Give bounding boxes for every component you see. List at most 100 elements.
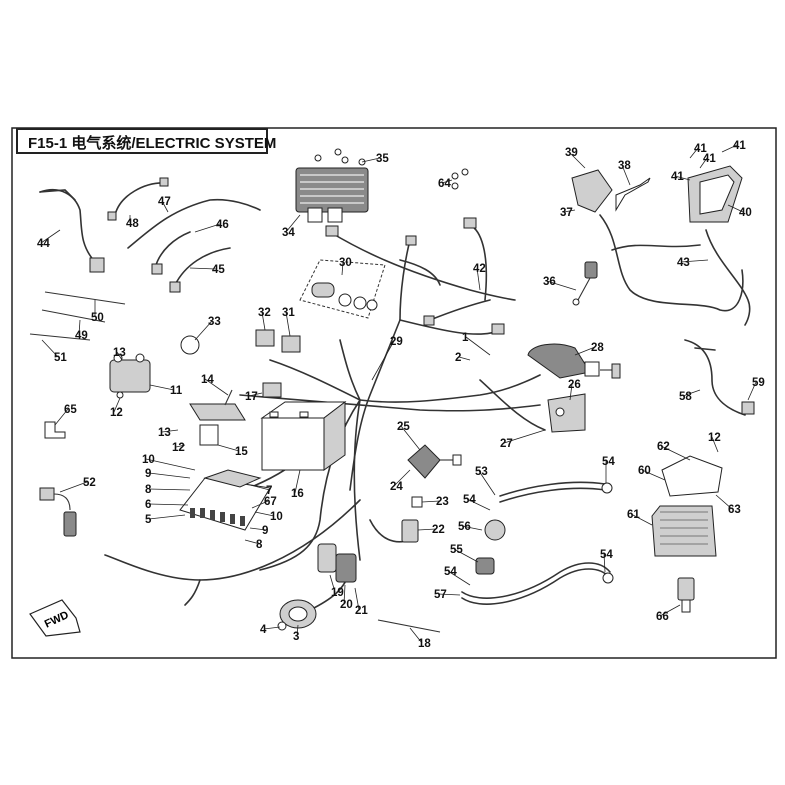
callout-number: 54	[463, 494, 476, 506]
callout-number: 10	[142, 454, 155, 466]
callout-number: 65	[64, 404, 77, 416]
callout-leader	[621, 164, 631, 186]
callout-number: 53	[475, 466, 488, 478]
callout-number: 34	[282, 227, 295, 239]
callout-number: 20	[340, 599, 353, 611]
callout-leader	[503, 429, 546, 444]
callout-leader	[361, 157, 381, 163]
callout-leader	[113, 397, 121, 413]
callout-leader	[329, 574, 336, 593]
callout-number: 3	[293, 631, 299, 643]
horn	[277, 599, 317, 631]
callout-leader	[421, 500, 441, 503]
callout-number: 43	[677, 257, 690, 269]
callout-number: 12	[708, 432, 721, 444]
callout-leader	[689, 147, 699, 159]
callout-number: 49	[75, 330, 88, 342]
fuse-box	[179, 469, 271, 531]
callout-leader	[194, 320, 213, 341]
callout-number: 30	[339, 257, 352, 269]
control-module	[651, 455, 723, 557]
callout-leader	[478, 470, 496, 496]
callout-leader	[453, 548, 479, 563]
callout-number: 38	[618, 160, 631, 172]
callout-leader	[466, 498, 491, 511]
handlebar-switch	[527, 343, 621, 379]
callout-leader	[145, 458, 196, 471]
callout-number: 62	[657, 441, 670, 453]
callout-leader	[400, 425, 421, 451]
callout-leader	[285, 214, 301, 233]
relay-pair	[255, 329, 301, 353]
callout-number: 27	[500, 438, 513, 450]
connector-66	[677, 577, 695, 613]
callout-number: 4	[260, 624, 267, 636]
callout-number: 63	[728, 504, 741, 516]
screws-35	[334, 148, 366, 166]
callout-leader	[244, 539, 261, 545]
callout-leader	[727, 204, 744, 213]
sensor-36	[572, 261, 598, 306]
callout-leader	[747, 381, 757, 401]
callout-leader	[715, 494, 733, 510]
callout-number: 10	[270, 511, 283, 523]
callout-number: 21	[355, 605, 368, 617]
callout-number: 51	[54, 352, 67, 364]
callout-leader	[465, 336, 491, 356]
callout-leader	[249, 527, 267, 531]
callout-number: 31	[282, 307, 295, 319]
callout-number: 5	[145, 514, 152, 526]
callout-leader	[59, 481, 88, 493]
callout-leader	[721, 144, 738, 153]
callout-leader	[116, 351, 123, 361]
callout-leader	[461, 525, 483, 531]
title-box: F15-1 电气系统/ELECTRIC SYSTEM	[16, 128, 276, 154]
callout-leader	[568, 151, 586, 169]
bracket	[189, 403, 246, 446]
callout-leader	[341, 261, 344, 276]
callout-leader	[660, 445, 691, 461]
callout-number: 61	[627, 509, 640, 521]
battery	[260, 400, 347, 471]
callout-number: 11	[170, 385, 183, 397]
sensor-module	[547, 393, 586, 433]
callout-leader	[476, 267, 481, 291]
callout-number: 57	[434, 589, 447, 601]
diagram-border	[11, 127, 777, 659]
callout-number: 41	[694, 143, 707, 155]
callout-leader	[680, 259, 709, 263]
callout-leader	[204, 378, 229, 396]
callout-leader	[343, 584, 346, 605]
callout-leader	[148, 488, 191, 491]
callout-leader	[148, 503, 189, 506]
callout-leader	[54, 408, 69, 426]
callout-number: 12	[110, 407, 123, 419]
wiring-harness-58	[684, 339, 755, 416]
callout-number: 13	[113, 347, 126, 359]
callout-leader	[674, 175, 691, 181]
fuel-hoses	[461, 481, 614, 605]
callout-leader	[189, 267, 217, 270]
callout-number: 15	[235, 446, 248, 458]
callout-leader	[546, 280, 577, 291]
callout-leader	[175, 444, 186, 448]
callout-number: 29	[390, 336, 403, 348]
callout-leader	[441, 179, 453, 184]
callout-number: 23	[436, 496, 449, 508]
callout-number: 56	[458, 521, 471, 533]
callout-number: 59	[752, 377, 765, 389]
callout-leader	[294, 469, 301, 494]
callout-leader	[254, 511, 275, 517]
callout-leader	[417, 528, 437, 531]
callout-number: 41	[671, 171, 684, 183]
callout-number: 60	[638, 465, 651, 477]
callout-leader	[161, 200, 169, 213]
callout-number: 22	[432, 524, 445, 536]
callout-leader	[161, 429, 179, 433]
callout-number: 42	[473, 263, 486, 275]
callout-number: 12	[172, 442, 185, 454]
callout-number: 16	[291, 488, 304, 500]
callout-number: 40	[739, 207, 752, 219]
regulator-rectifier	[295, 154, 369, 223]
callout-number: 54	[444, 566, 457, 578]
